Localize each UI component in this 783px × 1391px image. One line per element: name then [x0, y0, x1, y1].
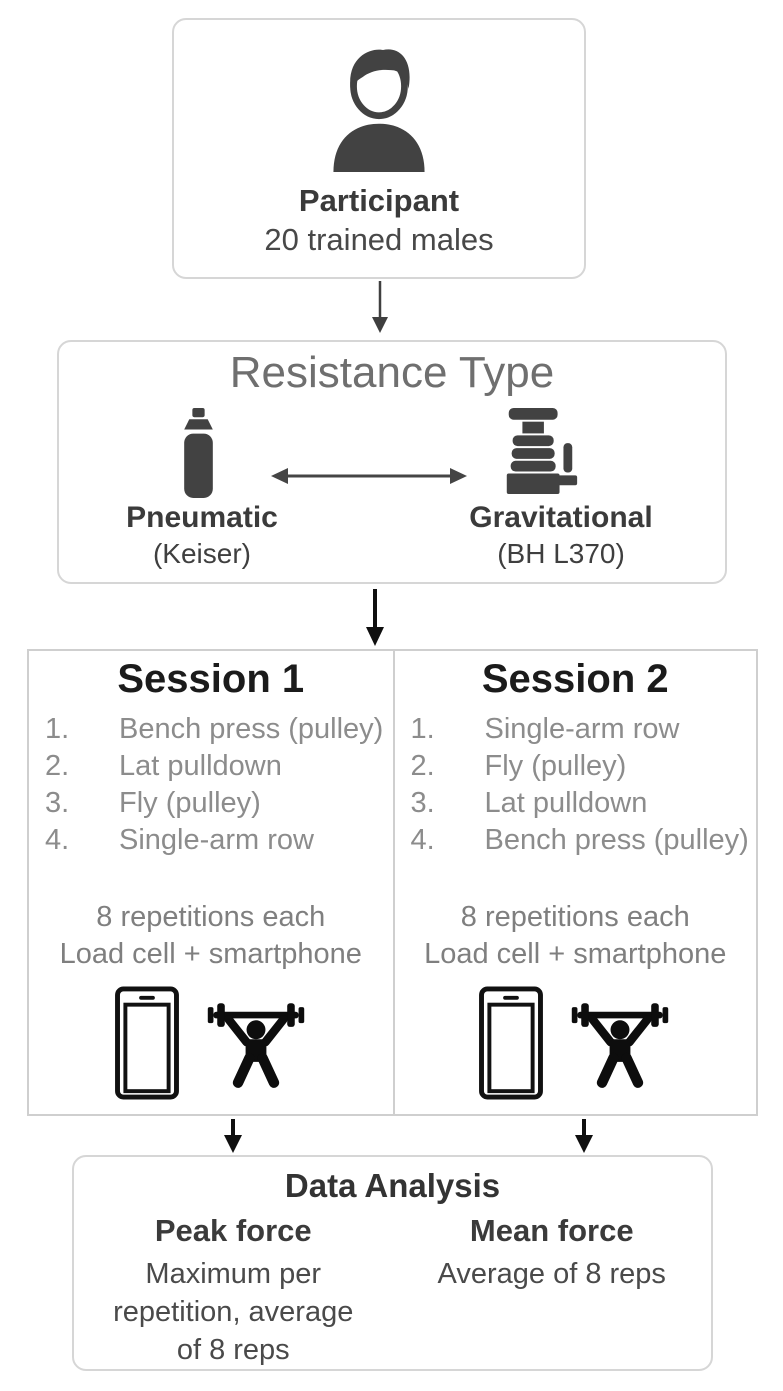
exercise-number: 1.: [45, 713, 70, 746]
exercise-number: 3.: [45, 787, 70, 820]
note-line: 8 repetitions each: [460, 901, 690, 934]
exercise-item: 3. Lat pulldown: [411, 785, 757, 822]
gas-cylinder-icon: [184, 408, 213, 498]
down-arrow-icon: [224, 1119, 242, 1153]
exercise-name: Lat pulldown: [119, 750, 282, 783]
peak-force-description: Maximum per repetition, average of 8 rep…: [113, 1257, 354, 1366]
peak-force-column: Peak force Maximum per repetition, avera…: [74, 1213, 393, 1369]
exercise-number: 4.: [45, 824, 70, 857]
exercise-name: Single-arm row: [484, 713, 680, 746]
double-arrow-icon: [271, 468, 467, 484]
session-2-title: Session 2: [481, 657, 669, 701]
participant-box: Participant 20 trained males: [172, 18, 586, 279]
exercise-item: 1. Single-arm row: [411, 711, 757, 748]
down-arrow-icon: [372, 281, 388, 333]
exercise-item: 2. Fly (pulley): [411, 748, 757, 785]
session-1-exercise-list: 1. Bench press (pulley) 2. Lat pulldown …: [29, 711, 393, 859]
gravitational-sublabel: (BH L370): [497, 538, 625, 569]
resistance-title: Resistance Type: [229, 348, 555, 397]
session-2-icons: [395, 986, 757, 1100]
exercise-number: 4.: [410, 824, 435, 857]
mean-force-description: Average of 8 reps: [437, 1257, 666, 1290]
participant-title: Participant: [298, 183, 460, 218]
pneumatic-sublabel: (Keiser): [152, 538, 251, 569]
data-analysis-title: Data Analysis: [284, 1167, 501, 1204]
weight-stack-icon: [506, 408, 578, 494]
gravitational-label: Gravitational: [469, 501, 653, 534]
exercise-name: Fly (pulley): [484, 750, 627, 783]
exercise-item: 2. Lat pulldown: [45, 748, 393, 785]
exercise-item: 4. Bench press (pulley): [411, 822, 757, 859]
participant-subtitle: 20 trained males: [264, 222, 494, 258]
smartphone-icon: [479, 986, 544, 1100]
note-line: 8 repetitions each: [96, 901, 326, 934]
exercise-name: Bench press (pulley): [119, 713, 384, 746]
mean-force-label: Mean force: [469, 1213, 634, 1249]
session-1-notes: 8 repetitions each Load cell + smartphon…: [29, 899, 393, 973]
gravitational-label-block: Gravitational (BH L370): [411, 503, 711, 568]
down-arrow-icon: [366, 589, 384, 646]
exercise-name: Bench press (pulley): [484, 824, 749, 857]
exercise-item: 4. Single-arm row: [45, 822, 393, 859]
session-1-icons: [29, 986, 393, 1100]
session-1-title: Session 1: [117, 657, 305, 701]
pneumatic-label-block: Pneumatic (Keiser): [59, 503, 345, 568]
mean-force-column: Mean force Average of 8 reps: [393, 1213, 712, 1369]
note-line: Load cell + smartphone: [424, 938, 727, 971]
sessions-box: Session 1 1. Bench press (pulley) 2. Lat…: [27, 649, 758, 1116]
weightlifter-icon: [572, 1003, 669, 1089]
data-analysis-box: Data Analysis Peak force Maximum per rep…: [72, 1155, 713, 1371]
exercise-name: Single-arm row: [119, 824, 314, 857]
down-arrow-icon: [575, 1119, 593, 1153]
exercise-number: 2.: [410, 750, 435, 783]
exercise-name: Fly (pulley): [119, 787, 261, 820]
pneumatic-label: Pneumatic: [126, 501, 278, 534]
exercise-number: 2.: [45, 750, 70, 783]
exercise-item: 3. Fly (pulley): [45, 785, 393, 822]
session-2-exercise-list: 1. Single-arm row 2. Fly (pulley) 3. Lat…: [395, 711, 757, 859]
exercise-name: Lat pulldown: [484, 787, 648, 820]
person-icon: [333, 49, 425, 172]
session-2-column: Session 2 1. Single-arm row 2. Fly (pull…: [392, 651, 757, 1114]
session-1-column: Session 1 1. Bench press (pulley) 2. Lat…: [29, 651, 393, 1114]
data-analysis-columns: Peak force Maximum per repetition, avera…: [74, 1213, 711, 1369]
note-line: Load cell + smartphone: [59, 938, 362, 971]
smartphone-icon: [114, 986, 179, 1100]
session-2-notes: 8 repetitions each Load cell + smartphon…: [395, 899, 757, 973]
peak-force-label: Peak force: [154, 1213, 312, 1249]
exercise-number: 3.: [410, 787, 435, 820]
exercise-number: 1.: [410, 713, 435, 746]
exercise-item: 1. Bench press (pulley): [45, 711, 393, 748]
resistance-type-box: Resistance Type Pneumatic (Keiser): [57, 340, 727, 584]
weightlifter-icon: [207, 1003, 304, 1089]
